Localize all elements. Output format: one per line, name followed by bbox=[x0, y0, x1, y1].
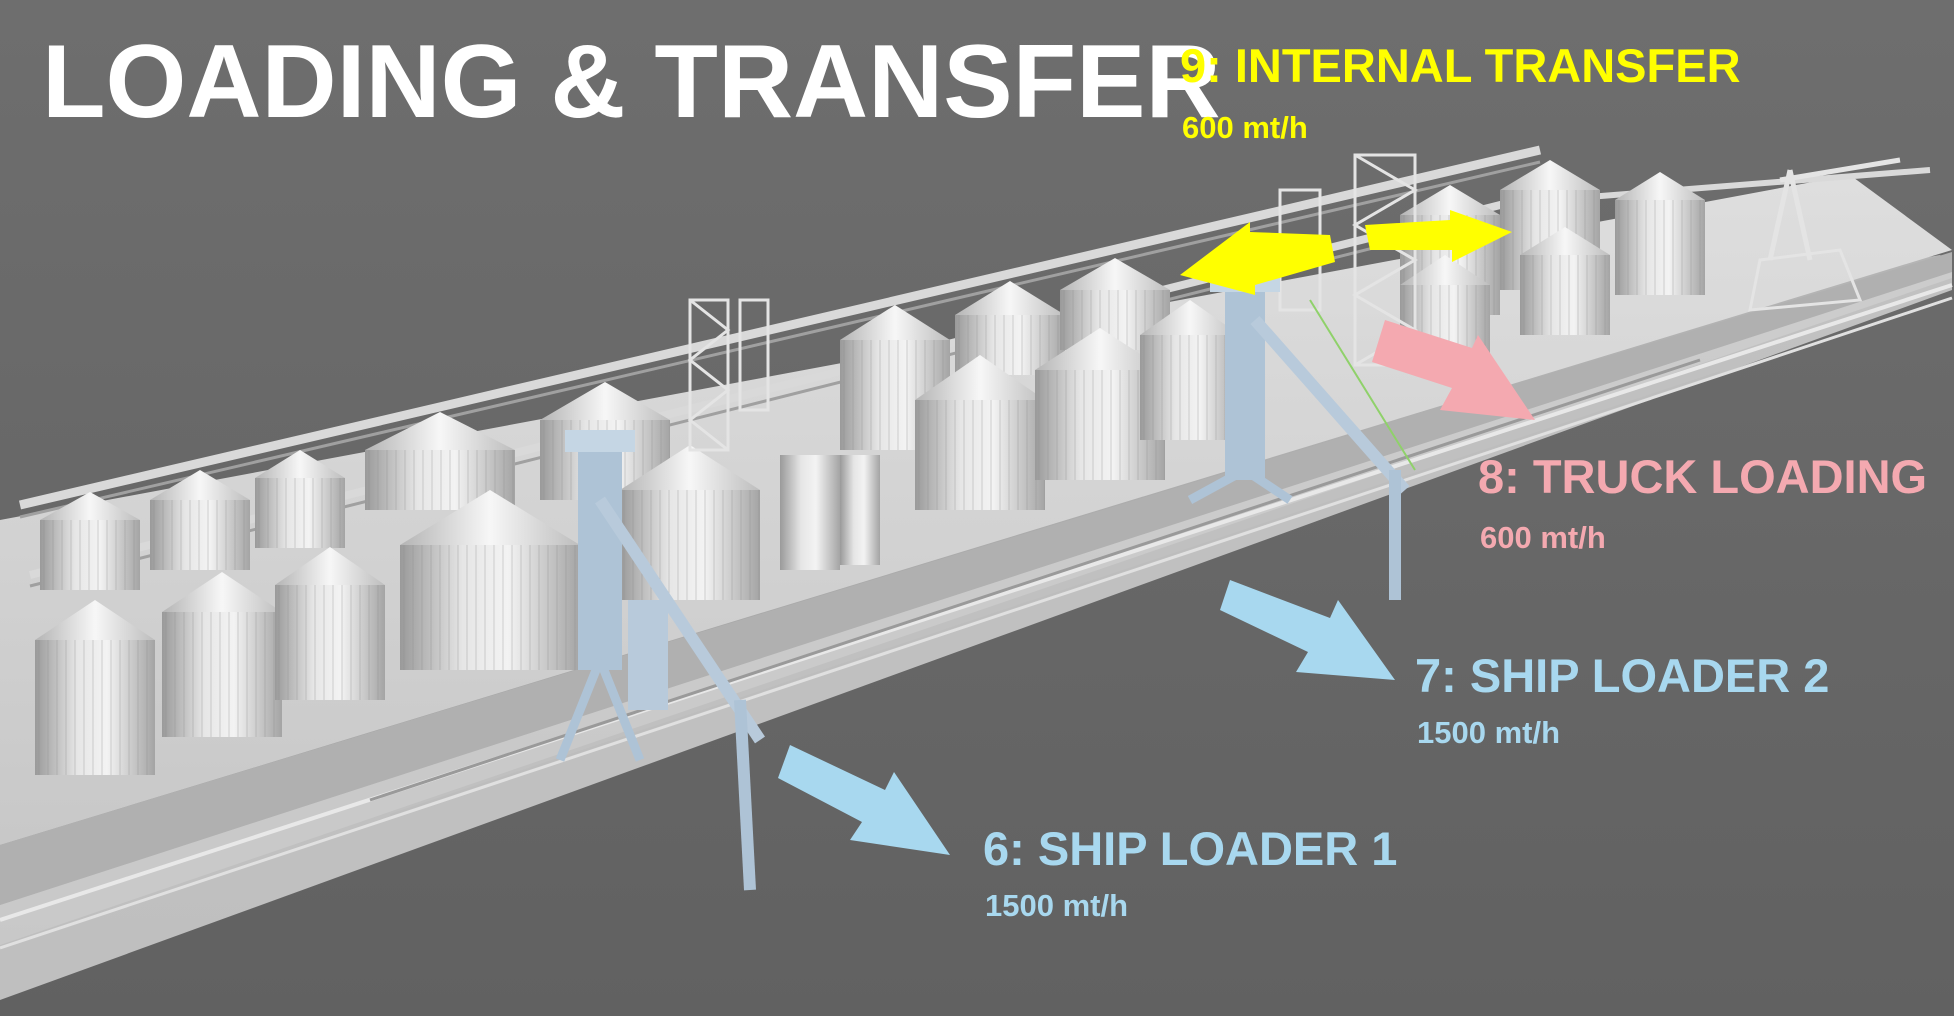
truck-loading-rate: 600 mt/h bbox=[1480, 520, 1606, 555]
internal-transfer-rate: 600 mt/h bbox=[1182, 110, 1308, 145]
ship-loader-2 bbox=[1187, 270, 1416, 600]
ship-loader-2-rate: 1500 mt/h bbox=[1417, 715, 1561, 750]
silo-front-row bbox=[35, 227, 1610, 775]
ship-loader-1-rate: 1500 mt/h bbox=[985, 888, 1129, 923]
page-title: LOADING & TRANSFER bbox=[42, 24, 1221, 140]
internal-transfer-arrows bbox=[1180, 210, 1512, 295]
ship-loader-2-label: 7: SHIP LOADER 2 bbox=[1415, 649, 1830, 702]
ship-loader-1-arrow bbox=[778, 745, 950, 855]
internal-transfer-label: 9: INTERNAL TRANSFER bbox=[1180, 39, 1741, 92]
ship-loader-1 bbox=[555, 430, 765, 891]
truck-loading-arrow bbox=[1372, 320, 1535, 420]
ship-loader-2-arrow bbox=[1220, 580, 1395, 680]
ship-loader-1-label: 6: SHIP LOADER 1 bbox=[983, 822, 1398, 875]
truck-loading-label: 8: TRUCK LOADING bbox=[1478, 450, 1928, 503]
